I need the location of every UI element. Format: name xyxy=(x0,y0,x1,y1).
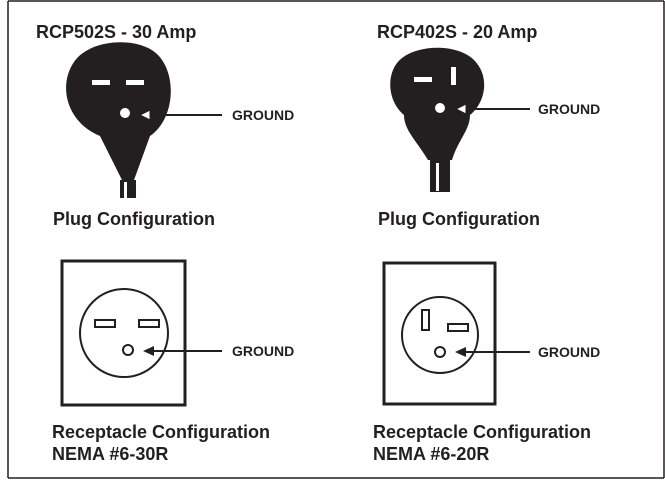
left-receptacle-caption: Receptacle Configuration xyxy=(52,422,271,442)
receptacle-30a-slot-left xyxy=(94,319,116,328)
receptacle-20a-face xyxy=(401,296,479,374)
plug-30a-body xyxy=(66,42,171,180)
receptacle-30a-slot-right xyxy=(138,319,160,328)
receptacle-30a-face xyxy=(79,288,169,378)
receptacle-20a-ground-hole xyxy=(434,346,446,358)
right-plug-caption: Plug Configuration xyxy=(378,209,540,229)
frame-border xyxy=(7,0,665,479)
plug-30a-blade-left xyxy=(92,80,110,85)
receptacle-30a-ground-hole xyxy=(122,344,134,356)
right-nema-label: NEMA #6-20R xyxy=(373,444,490,464)
plug-20a-cord xyxy=(430,160,450,192)
receptacle-20a-slot-vertical xyxy=(421,309,430,331)
left-plug-caption: Plug Configuration xyxy=(53,209,215,229)
plug-30a-cord-stripe xyxy=(124,182,127,198)
receptacle-20a-illustration xyxy=(382,261,530,406)
receptacle-20a-slot-horizontal xyxy=(447,323,469,332)
right-model-title: RCP402S - 20 Amp xyxy=(377,22,538,42)
plug-30a-illustration xyxy=(66,42,222,198)
receptacle-20a-plate xyxy=(382,261,497,406)
left-receptacle-ground-label: GROUND xyxy=(232,343,295,359)
receptacle-30a-ground-arrowhead xyxy=(143,346,154,356)
right-receptacle-ground-label: GROUND xyxy=(538,344,601,360)
plug-20a-blade-vertical xyxy=(451,67,456,85)
plug-20a-blade-horizontal xyxy=(414,77,432,82)
plug-20a-cord-stripe xyxy=(436,163,439,191)
plug-20a-illustration xyxy=(390,47,530,192)
receptacle-30a-plate xyxy=(60,259,187,407)
receptacle-20a-ground-arrowhead xyxy=(455,347,466,357)
plug-30a-cord xyxy=(120,180,136,198)
left-model-title: RCP502S - 30 Amp xyxy=(36,22,197,42)
receptacle-30a-illustration xyxy=(60,259,222,407)
left-nema-label: NEMA #6-30R xyxy=(52,444,169,464)
plug-30a-blade-right xyxy=(126,80,144,85)
left-plug-ground-label: GROUND xyxy=(232,107,295,123)
plug-30a-ground-pin xyxy=(120,108,130,118)
plug-20a-ground-arrowhead xyxy=(454,103,467,115)
plug-20a-ground-pin xyxy=(435,103,445,113)
plug-30a-ground-arrowhead xyxy=(138,109,151,121)
right-plug-ground-label: GROUND xyxy=(538,101,601,117)
right-receptacle-caption: Receptacle Configuration xyxy=(373,422,592,442)
